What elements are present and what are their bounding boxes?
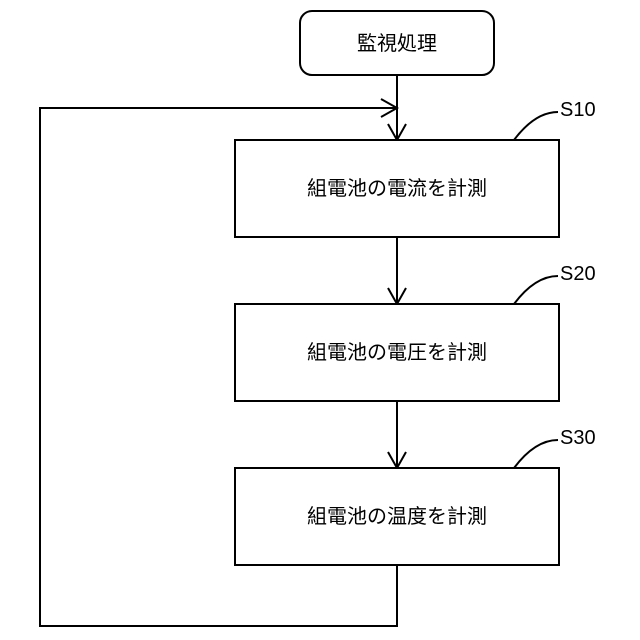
step-id-s10: S10 xyxy=(560,99,596,121)
step-id-s20: S20 xyxy=(560,263,596,285)
process-label-s20: 組電池の電圧を計測 xyxy=(307,340,487,364)
step-leader-s10 xyxy=(514,112,558,140)
step-leader-s20 xyxy=(514,276,558,304)
start-terminal-label: 監視処理 xyxy=(357,31,437,55)
process-step-s20: 組電池の電圧を計測 S20 xyxy=(235,263,596,401)
process-label-s30: 組電池の温度を計測 xyxy=(307,504,487,528)
loop-back-exit xyxy=(235,565,397,626)
step-leader-s30 xyxy=(514,440,558,468)
process-step-s30: 組電池の温度を計測 S30 xyxy=(235,427,596,565)
step-id-s30: S30 xyxy=(560,427,596,449)
process-step-s10: 組電池の電流を計測 S10 xyxy=(235,99,596,237)
start-terminal: 監視処理 xyxy=(300,11,494,75)
process-label-s10: 組電池の電流を計測 xyxy=(307,176,487,200)
